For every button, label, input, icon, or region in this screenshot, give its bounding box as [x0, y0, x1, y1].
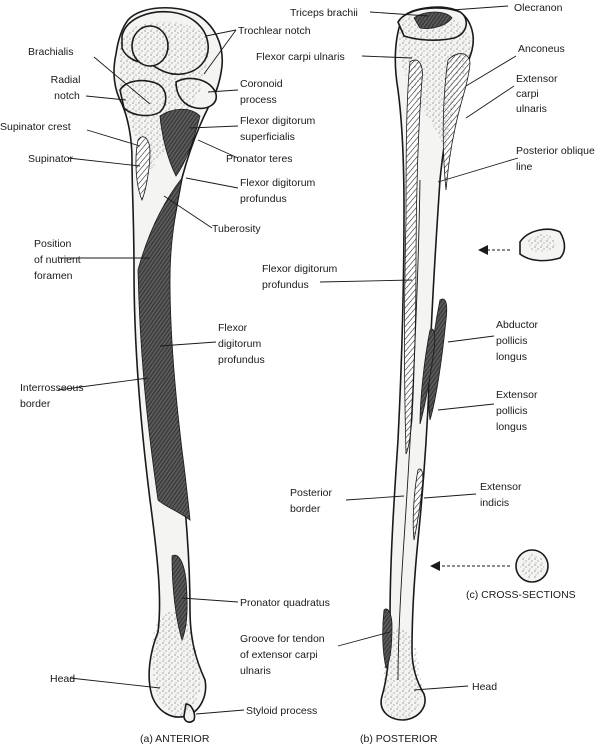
ext-indicis-area	[412, 468, 424, 541]
caption-anterior: (a) ANTERIOR	[140, 733, 210, 745]
label-radial-notch: Radial notch	[51, 74, 84, 102]
label-olecranon: Olecranon	[514, 2, 563, 14]
label-ecu: Extensor carpi ulnaris	[516, 73, 560, 115]
label-posterior-oblique: Posterior oblique line	[516, 145, 598, 173]
caption-posterior: (b) POSTERIOR	[360, 733, 438, 745]
label-supinator: Supinator	[28, 153, 73, 165]
leader-lines	[57, 5, 519, 715]
label-fdp-posterior: Flexor digitorum profundus	[262, 263, 340, 291]
label-pronator-teres: Pronator teres	[226, 153, 293, 165]
label-apl: Abductor pollicis longus	[496, 319, 541, 363]
label-anconeus: Anconeus	[518, 43, 565, 55]
supinator-area	[135, 136, 151, 202]
cross-section-lower-arrowhead	[430, 561, 440, 571]
caption-cross-sections: (c) CROSS-SECTIONS	[466, 589, 576, 601]
label-supinator-crest: Supinator crest	[0, 121, 71, 133]
cross-section-upper-arrowhead	[478, 245, 488, 255]
fdp-area-posterior	[404, 59, 423, 455]
label-pronator-quadratus: Pronator quadratus	[240, 597, 330, 609]
label-nutrient-foramen: Position of nutrient foramen	[34, 238, 84, 282]
fdp-area-anterior	[137, 177, 191, 521]
label-styloid-process: Styloid process	[246, 705, 317, 717]
label-triceps: Triceps brachii	[290, 7, 358, 19]
label-ext-indicis: Extensor indicis	[480, 481, 524, 509]
label-head-anterior: Head	[50, 673, 75, 685]
brachialis-area	[159, 108, 201, 177]
label-coronoid-process: Coronoid process	[240, 78, 286, 106]
label-tuberosity: Tuberosity	[212, 223, 261, 235]
label-groove-ecu: Groove for tendon of extensor carpi ulna…	[240, 633, 328, 677]
label-fcu: Flexor carpi ulnaris	[256, 51, 345, 63]
label-epl: Extensor pollicis longus	[496, 389, 540, 433]
label-head-posterior: Head	[472, 681, 497, 693]
label-posterior-border: Posterior border	[290, 487, 335, 515]
label-fdp-upper: Flexor digitorum profundus	[240, 177, 318, 205]
label-interosseous-border: Interrosseous border	[20, 382, 87, 410]
label-trochlear-notch: Trochlear notch	[238, 25, 311, 37]
label-fds: Flexor digitorum superficialis	[240, 115, 318, 143]
cross-sections	[430, 228, 566, 583]
label-brachialis: Brachialis	[28, 46, 74, 58]
posterior-ulna	[380, 6, 474, 721]
epl-area	[419, 328, 436, 425]
label-fdp-shaft: Flexor digitorum profundus	[218, 322, 265, 366]
anterior-ulna	[113, 6, 224, 723]
